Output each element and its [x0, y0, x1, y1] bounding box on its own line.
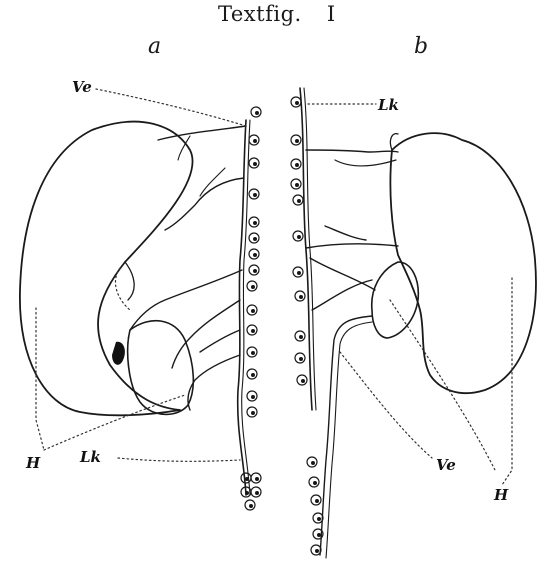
dark-mark-a: [112, 342, 125, 365]
branch-b2: [306, 244, 398, 248]
label-h-a: H: [25, 454, 41, 472]
branch-b4: [312, 280, 372, 310]
pointer-h-a-3: [115, 268, 130, 310]
panel-a: Ve H Lk: [20, 78, 261, 510]
pointer-h-a-1: [36, 308, 44, 450]
vessel-ve-b: [320, 316, 372, 555]
pointer-ve-a: [96, 89, 246, 126]
lobe-b: [372, 262, 419, 338]
pointer-h-a-2: [44, 395, 185, 450]
vessel-main-a-inner: [242, 120, 250, 495]
branch-b1: [306, 150, 398, 152]
organ-a: [20, 122, 193, 416]
vessel-main-a: [238, 120, 246, 495]
branch-b5: [325, 226, 366, 240]
branch-b1b: [335, 160, 396, 166]
lobe-a: [128, 321, 194, 415]
panel-b: Lk Ve H: [291, 88, 536, 558]
pointer-ve-b: [340, 352, 432, 458]
label-ve-a: Ve: [72, 78, 92, 96]
organ-a-fold: [125, 262, 134, 300]
pointer-lk-a: [118, 458, 240, 461]
branch-a1: [158, 126, 246, 140]
label-lk-b: Lk: [377, 96, 399, 114]
label-ve-b: Ve: [436, 456, 456, 474]
organ-b: [390, 133, 536, 393]
branch-a5: [200, 330, 240, 352]
pointer-h-b-2: [502, 278, 512, 485]
branch-a6: [188, 355, 240, 410]
branch-a2: [165, 178, 244, 230]
branch-b3: [310, 258, 375, 290]
branch-a2b: [200, 168, 225, 196]
label-h-b: H: [493, 486, 509, 504]
label-lk-a: Lk: [79, 448, 101, 466]
